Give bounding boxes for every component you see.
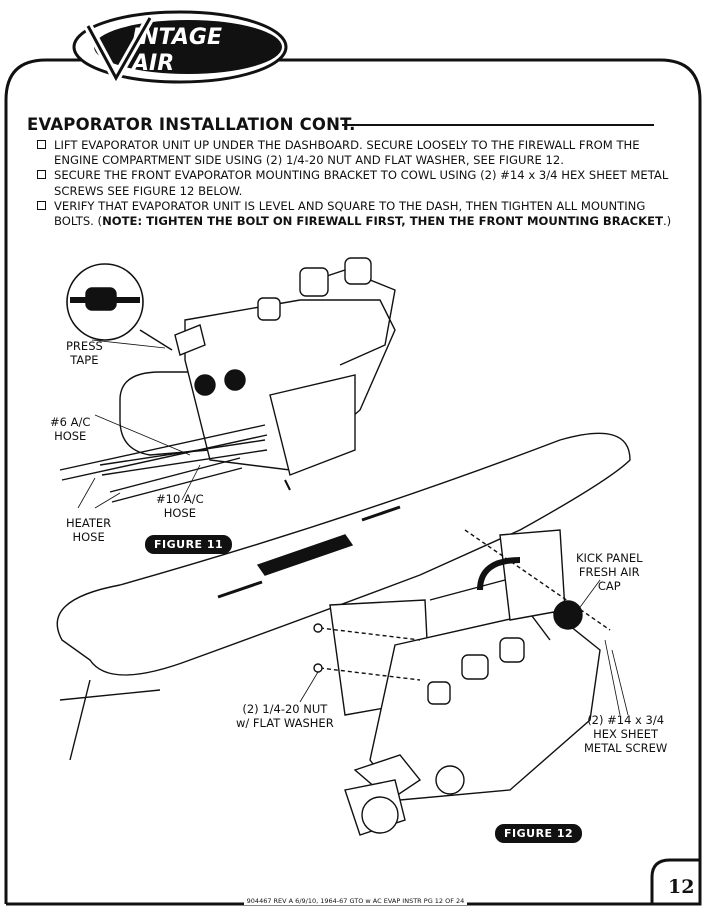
step-item: LIFT EVAPORATOR UNIT UP UNDER THE DASHBO… bbox=[37, 138, 677, 168]
step-note: NOTE: TIGHTEN THE BOLT ON FIREWALL FIRST… bbox=[102, 214, 663, 229]
footer-text: 904467 REV A 6/9/10, 1964-67 GTO w AC EV… bbox=[243, 897, 468, 905]
heading-rule bbox=[342, 124, 654, 126]
checkbox-icon bbox=[37, 170, 46, 180]
checkbox-icon bbox=[37, 140, 46, 149]
step-item: VERIFY THAT EVAPORATOR UNIT IS LEVEL AND… bbox=[37, 199, 677, 229]
step-text: SECURE THE FRONT EVAPORATOR MOUNTING BRA… bbox=[54, 168, 669, 198]
figure-12-illustration bbox=[56, 432, 631, 836]
instruction-steps: LIFT EVAPORATOR UNIT UP UNDER THE DASHBO… bbox=[37, 138, 677, 229]
figure-12-tag: FIGURE 12 bbox=[495, 824, 583, 843]
svg-text:AIR: AIR bbox=[130, 51, 174, 76]
figure-11-tag: FIGURE 11 bbox=[145, 535, 233, 554]
section-heading: EVAPORATOR INSTALLATION CONT. bbox=[27, 115, 356, 134]
step-item: SECURE THE FRONT EVAPORATOR MOUNTING BRA… bbox=[37, 168, 677, 198]
page-number: 12 bbox=[668, 876, 695, 898]
checkbox-icon bbox=[37, 200, 46, 210]
step-text: LIFT EVAPORATOR UNIT UP UNDER THE DASHBO… bbox=[54, 138, 640, 168]
vintage-air-logo: INTAGE AIR bbox=[72, 10, 288, 86]
figure-11-illustration bbox=[59, 257, 396, 509]
footer: 904467 REV A 6/9/10, 1964-67 GTO w AC EV… bbox=[0, 897, 711, 905]
step-text-end: .) bbox=[663, 214, 672, 229]
step-text: VERIFY THAT EVAPORATOR UNIT IS LEVEL AND… bbox=[54, 198, 646, 229]
